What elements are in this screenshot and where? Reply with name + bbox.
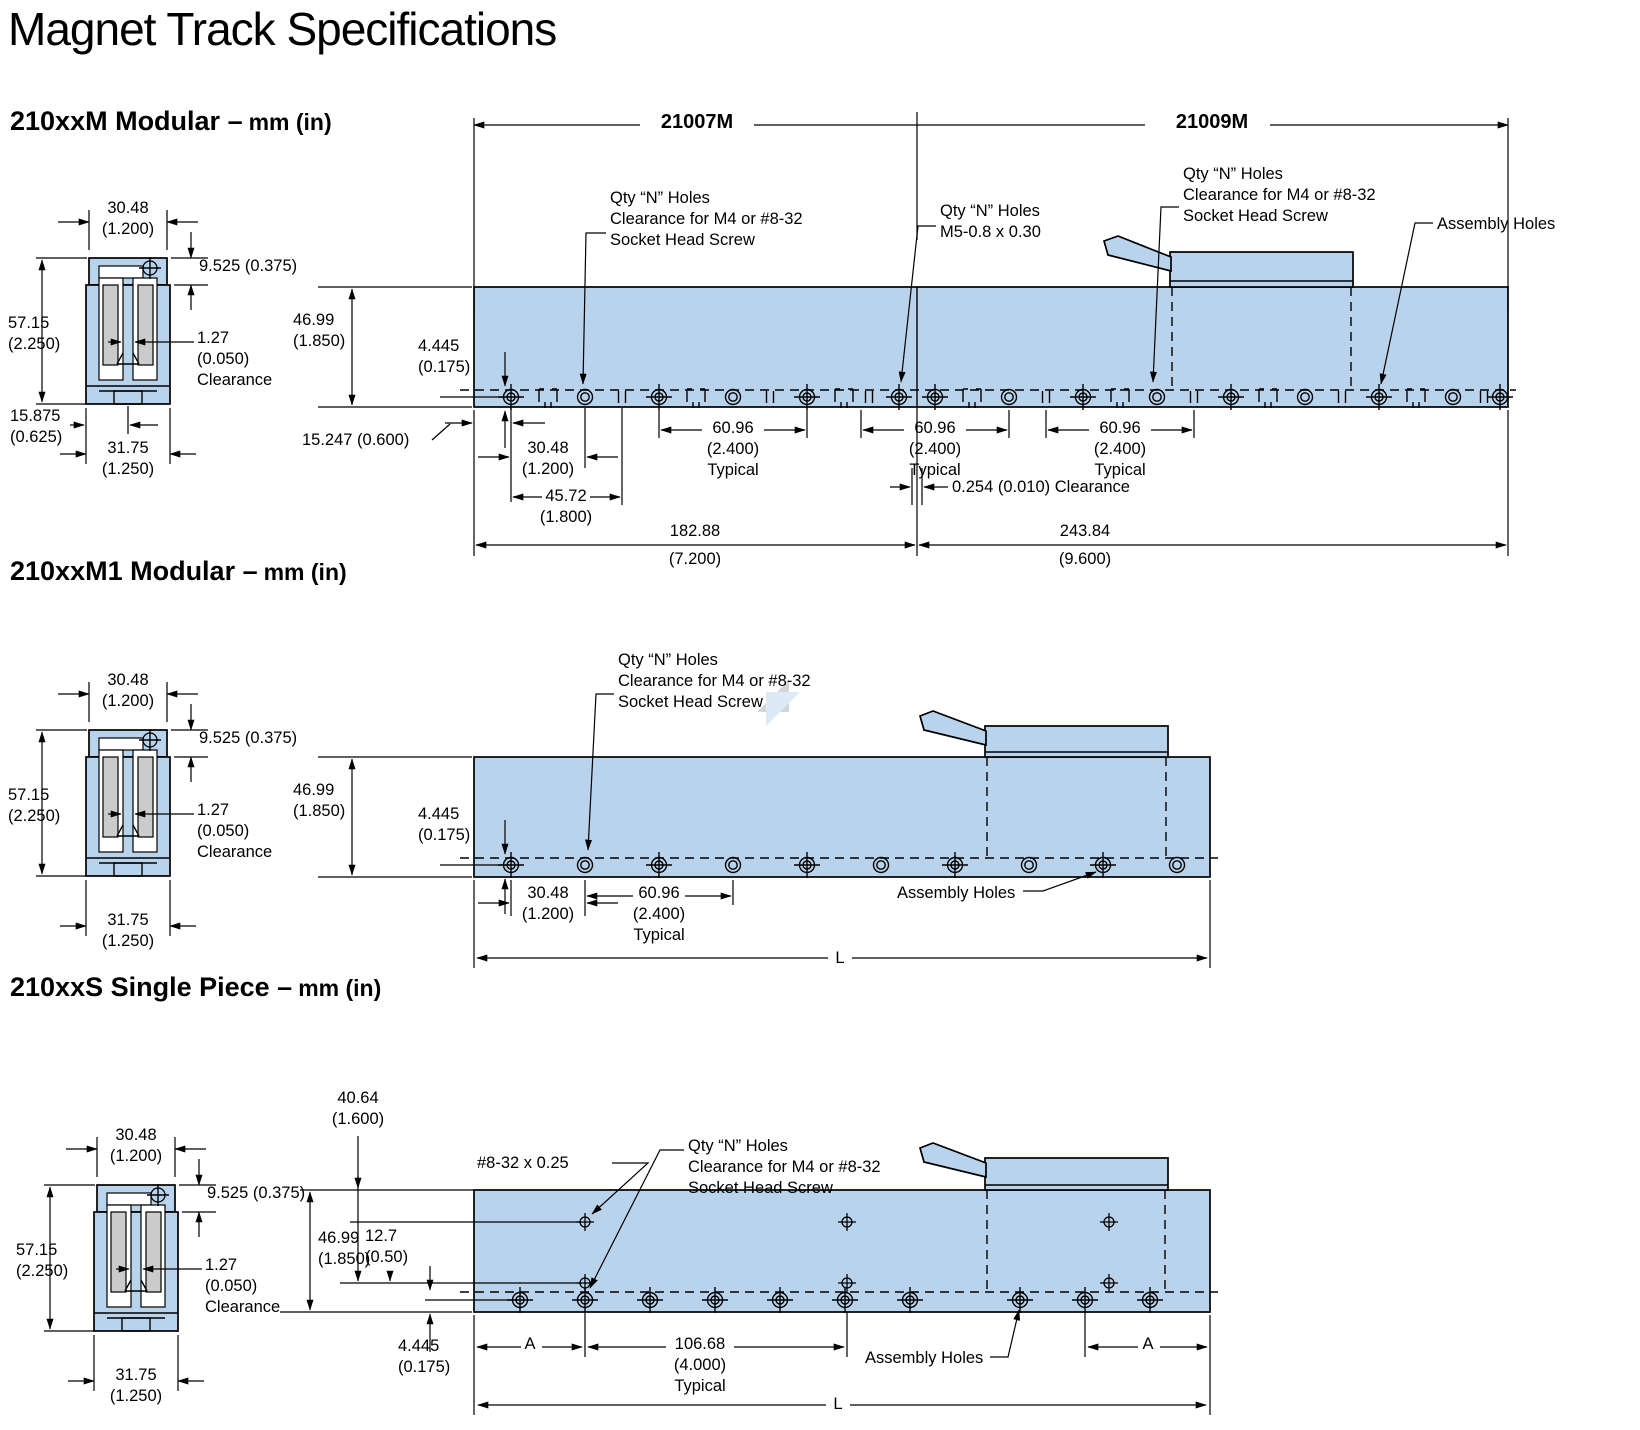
- s3-cross-clearance: 1.27 (0.050) Clearance: [205, 1256, 281, 1316]
- s2-callout-m4: Qty “N” Holes Clearance for M4 or #8-32 …: [618, 651, 811, 711]
- s2-dim-hole-offset: 4.445 (0.175): [418, 805, 471, 844]
- s1-dim-length-left-mm: 182.88: [669, 522, 721, 540]
- page-title: Magnet Track Specifications: [8, 3, 557, 55]
- s3-cross-width-bottom: 31.75 (1.250): [109, 1366, 163, 1405]
- s2-dim-height: 46.99 (1.850): [293, 781, 346, 820]
- s1-module-left: 21007M: [660, 111, 734, 133]
- s1-cross-section: [36, 210, 208, 464]
- s1-callout-assembly: Assembly Holes: [1437, 215, 1556, 233]
- s2-cross-width-bottom: 31.75 (1.250): [101, 911, 155, 950]
- s1-dim-pitch-2: 60.96 (2.400) Typical: [908, 419, 962, 479]
- s1-dim-end-offset: 15.247 (0.600): [302, 431, 410, 449]
- s3-dim-a-right: A: [1142, 1335, 1154, 1353]
- s2-dim-first-pitch: 30.48 (1.200): [521, 884, 575, 923]
- s1-dim-pitch-3: 60.96 (2.400) Typical: [1093, 419, 1147, 479]
- s1-cross-width-bottom: 31.75 (1.250): [101, 439, 155, 478]
- s1-cross-width-top: 30.48 (1.200): [101, 199, 155, 238]
- watermark-logo: [757, 680, 800, 726]
- s3-callout-assembly: Assembly Holes: [865, 1349, 984, 1367]
- s1-dim-hole-offset: 4.445 (0.175): [418, 337, 471, 376]
- s1-callout-m4-right: Qty “N” Holes Clearance for M4 or #8-32 …: [1183, 165, 1376, 225]
- s3-dim-height: 46.99 (1.850): [318, 1229, 371, 1268]
- s3-dim-total-length: L: [833, 1395, 843, 1413]
- s2-dim-pitch: 60.96 (2.400) Typical: [632, 884, 686, 944]
- s2-cross-clearance: 1.27 (0.050) Clearance: [197, 801, 273, 861]
- section-3-heading-main: 210xxS Single Piece –: [10, 972, 293, 1002]
- s3-dim-hole-offset: 4.445 (0.175): [398, 1337, 451, 1376]
- s3-cross-cap-depth: 9.525 (0.375): [207, 1184, 306, 1202]
- s1-cross-center-offset: 15.875 (0.625): [10, 407, 63, 446]
- section-2-heading-main: 210xxM1 Modular –: [10, 556, 258, 586]
- section-2-heading-units: mm (in): [263, 559, 347, 585]
- s3-dim-top-offset: 40.64 (1.600): [331, 1089, 385, 1128]
- s2-dim-total-length: L: [835, 949, 845, 967]
- s2-callout-assembly: Assembly Holes: [897, 884, 1016, 902]
- s1-module-right: 21009M: [1175, 111, 1249, 133]
- s2-cross-height: 57.15 (2.250): [8, 786, 61, 825]
- s1-cross-height: 57.15 (2.250): [8, 314, 61, 353]
- s1-cross-cap-depth: 9.525 (0.375): [199, 257, 298, 275]
- s3-side-view: [280, 1136, 1218, 1415]
- section-1-heading-units: mm (in): [248, 109, 332, 135]
- section-1-heading-main: 210xxM Modular –: [10, 106, 243, 136]
- s2-cross-width-top: 30.48 (1.200): [101, 671, 155, 710]
- s3-dim-row-offset: 12.7 (0.50): [365, 1227, 409, 1266]
- s1-dim-length-right-in: (9.600): [1058, 550, 1112, 568]
- s3-dim-tap: #8-32 x 0.25: [477, 1154, 569, 1172]
- s3-dim-a-left: A: [524, 1335, 536, 1353]
- s3-cross-section: [44, 1137, 216, 1391]
- s1-side-view: [318, 112, 1516, 556]
- s1-dim-first-pitch: 30.48 (1.200): [521, 439, 575, 478]
- s1-cross-clearance: 1.27 (0.050) Clearance: [197, 329, 273, 389]
- s2-side-view: [318, 693, 1218, 968]
- s1-dim-joint-clearance: 0.254 (0.010) Clearance: [952, 478, 1130, 496]
- s1-dim-second-pitch: 45.72 (1.800): [539, 487, 593, 526]
- s1-callout-m4-left: Qty “N” Holes Clearance for M4 or #8-32 …: [610, 189, 803, 249]
- section-2-heading: 210xxM1 Modular –mm (in): [10, 556, 347, 587]
- s1-dim-length-right-mm: 243.84: [1059, 522, 1111, 540]
- s1-dim-pitch-1: 60.96 (2.400) Typical: [706, 419, 760, 479]
- section-3-heading: 210xxS Single Piece –mm (in): [10, 972, 381, 1003]
- s1-callout-m5: Qty “N” Holes M5-0.8 x 0.30: [940, 202, 1041, 241]
- section-3-heading-units: mm (in): [298, 975, 382, 1001]
- s3-callout-m4: Qty “N” Holes Clearance for M4 or #8-32 …: [688, 1137, 881, 1197]
- s2-cross-cap-depth: 9.525 (0.375): [199, 729, 298, 747]
- s3-cross-width-top: 30.48 (1.200): [109, 1126, 163, 1165]
- s1-dim-length-left-in: (7.200): [668, 550, 722, 568]
- s3-cross-height: 57.15 (2.250): [16, 1241, 69, 1280]
- section-1-heading: 210xxM Modular –mm (in): [10, 106, 332, 137]
- s3-dim-pitch: 106.68 (4.000) Typical: [673, 1335, 727, 1395]
- s2-cross-section: [36, 682, 208, 936]
- s1-dim-height: 46.99 (1.850): [293, 311, 346, 350]
